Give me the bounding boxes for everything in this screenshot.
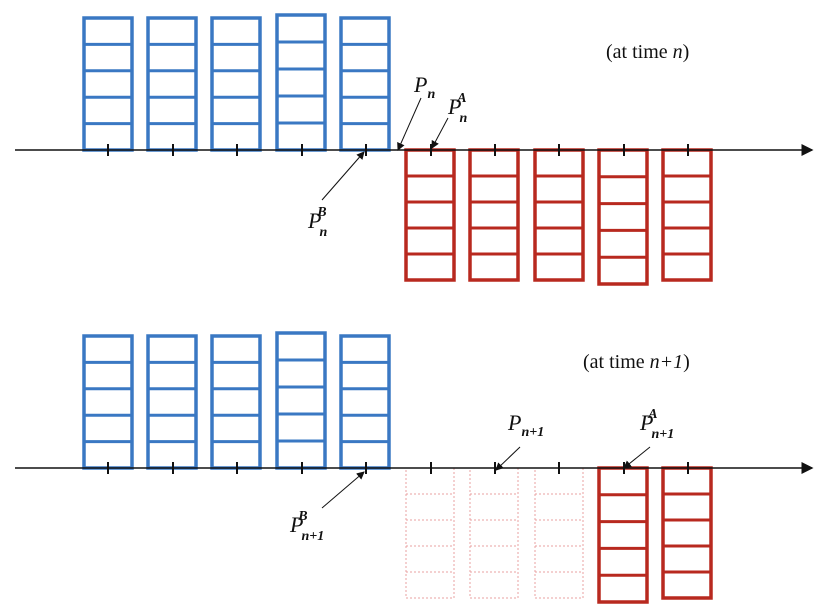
ask-order-stack: [597, 148, 649, 286]
stack-outline: [210, 16, 262, 152]
bid-order-stack: [210, 334, 262, 470]
stack-outline: [661, 466, 713, 600]
stack-outline: [468, 148, 520, 282]
stack-outline: [275, 331, 327, 470]
stack-outline: [82, 16, 134, 152]
stack-outline: [210, 334, 262, 470]
stack-outline: [405, 467, 455, 599]
stack-outline: [339, 16, 391, 152]
ask-order-stack: [661, 466, 713, 600]
ask-order-stack-removed: [405, 467, 455, 599]
bid-order-stack: [275, 13, 327, 152]
stack-outline: [82, 334, 134, 470]
ask-order-stack: [597, 466, 649, 604]
ask-order-stack-removed: [469, 467, 519, 599]
caption-time-n-plus-1: (at time n+1): [583, 351, 690, 373]
ask-order-stack: [533, 148, 585, 282]
caption-time-n: (at time n): [606, 41, 689, 63]
stack-outline: [404, 148, 456, 282]
bid-order-stack: [275, 331, 327, 470]
ask-order-stack: [404, 148, 456, 282]
stack-outline: [469, 467, 519, 599]
bid-order-stack: [82, 16, 134, 152]
stack-outline: [275, 13, 327, 152]
label-ask-price-n-plus-1: Pn+1A: [639, 407, 674, 442]
bid-order-stack: [82, 334, 134, 470]
ask-price-pointer-arrow: [431, 117, 449, 149]
bid-order-stack: [146, 16, 198, 152]
label-bid-price-n-plus-1: Pn+1B: [289, 509, 324, 544]
label-mid-price-n-plus-1: Pn+1: [507, 410, 544, 440]
mid-price-pointer-arrow: [397, 97, 422, 151]
stack-outline: [534, 467, 584, 599]
stack-outline: [597, 148, 649, 286]
stack-outline: [146, 16, 198, 152]
label-ask-price-n: PnA: [447, 91, 467, 126]
bid-price-pointer-arrow: [321, 471, 365, 509]
stack-outline: [661, 148, 713, 282]
stack-outline: [339, 334, 391, 470]
bid-order-stack: [210, 16, 262, 152]
bid-order-stack: [339, 16, 391, 152]
bid-order-stack: [339, 334, 391, 470]
stack-outline: [533, 148, 585, 282]
stack-outline: [146, 334, 198, 470]
ask-order-stack-removed: [534, 467, 584, 599]
ask-order-stack: [661, 148, 713, 282]
bid-order-stack: [146, 334, 198, 470]
label-mid-price-n: Pn: [413, 72, 435, 102]
stack-outline: [597, 466, 649, 604]
mid-price-pointer-arrow: [495, 446, 521, 471]
ask-order-stack: [468, 148, 520, 282]
ask-price-pointer-arrow: [623, 446, 651, 469]
label-bid-price-n: PnB: [307, 205, 327, 240]
bid-price-pointer-arrow: [321, 151, 365, 201]
